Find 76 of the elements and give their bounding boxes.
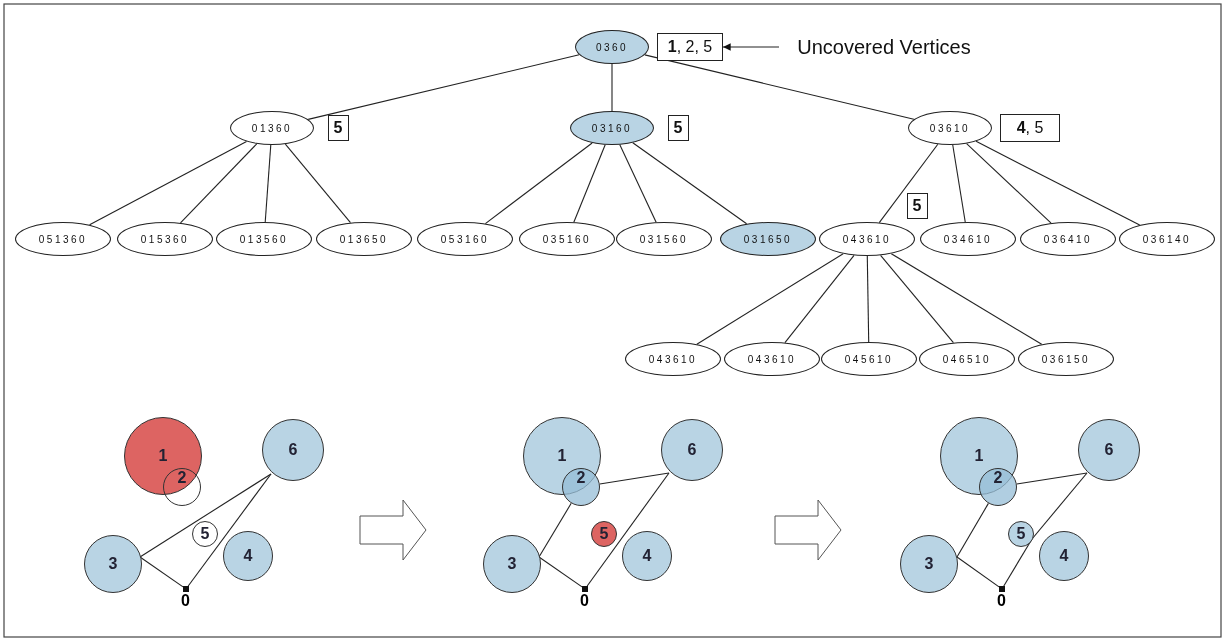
connector-line — [538, 502, 572, 558]
tree-node: 013560 — [216, 222, 312, 256]
vertex-circle: 6 — [262, 419, 324, 481]
tree-node: 045610 — [821, 342, 917, 376]
tree-node: 036410 — [1020, 222, 1116, 256]
connector-line — [880, 254, 954, 344]
connector-line — [1031, 472, 1088, 540]
tree-node: 031650 — [720, 222, 816, 256]
uncovered-vertex-box: 4, 5 — [1000, 114, 1060, 142]
connector-line — [139, 473, 272, 558]
connector-line — [952, 144, 966, 223]
tree-node: 015360 — [117, 222, 213, 256]
tree-node: 03160 — [570, 111, 654, 145]
vertex-circle: 3 — [900, 535, 958, 593]
vertex-circle: 4 — [1039, 531, 1089, 581]
tree-node: 031560 — [616, 222, 712, 256]
tree-node: 034610 — [920, 222, 1016, 256]
connector-line — [1016, 472, 1088, 485]
vertex-circle: 4 — [622, 531, 672, 581]
tree-node: 01360 — [230, 111, 314, 145]
connector-line — [264, 144, 272, 223]
connector-line — [586, 472, 670, 587]
connector-line — [599, 472, 670, 485]
tree-node: 043610 — [724, 342, 820, 376]
vertex-circle: 5 — [192, 521, 218, 547]
vertex-circle: 2 — [979, 468, 1017, 506]
arrow — [722, 43, 780, 51]
uncovered-vertex-box: 5 — [906, 193, 928, 219]
tree-node: 043610 — [819, 222, 915, 256]
vertex-circle: 5 — [1008, 521, 1034, 547]
connector-line — [179, 143, 258, 224]
connector-line — [866, 255, 870, 343]
vertex-circle: 5 — [591, 521, 617, 547]
tree-node: 036140 — [1119, 222, 1215, 256]
connector-line — [484, 142, 593, 225]
connector-line — [284, 143, 352, 224]
uncovered-vertex-box: 5 — [327, 115, 349, 141]
connector-line — [878, 143, 939, 224]
vertex-circle: 3 — [84, 535, 142, 593]
connector-line — [890, 253, 1043, 345]
connector-line — [307, 54, 580, 120]
annotation-text: Uncovered Vertices — [779, 34, 989, 60]
connector-line — [632, 142, 748, 225]
tree-node: 035160 — [519, 222, 615, 256]
vertex-circle: 4 — [223, 531, 273, 581]
connector-line — [89, 140, 248, 226]
vertex-label: 0 — [997, 593, 1006, 609]
tree-node: 053160 — [417, 222, 513, 256]
tree-node: 051360 — [15, 222, 111, 256]
connector-line — [956, 502, 989, 558]
vertex-circle: 3 — [483, 535, 541, 593]
connector-line — [187, 473, 272, 587]
connector-line — [966, 143, 1052, 224]
tree-node: 0360 — [575, 30, 649, 64]
vertex-label: 0 — [580, 593, 589, 609]
tree-node: 036150 — [1018, 342, 1114, 376]
connector-line — [538, 556, 583, 588]
connector-line — [619, 144, 657, 223]
connector-line — [139, 556, 184, 588]
connector-line — [975, 140, 1141, 226]
vertex-circle: 2 — [562, 468, 600, 506]
tree-node: 046510 — [919, 342, 1015, 376]
tree-node: 03610 — [908, 111, 992, 145]
vertex-label: 0 — [181, 593, 190, 609]
tree-node: 043610 — [625, 342, 721, 376]
connector-line — [696, 253, 844, 345]
connector-line — [611, 63, 613, 112]
uncovered-vertex-box: 1, 2, 5 — [657, 33, 723, 61]
connector-line — [644, 54, 915, 120]
vertex-circle: 6 — [1078, 419, 1140, 481]
vertex-circle: 6 — [661, 419, 723, 481]
connector-line — [784, 254, 855, 344]
connector-line — [956, 556, 1000, 588]
tree-node: 013650 — [316, 222, 412, 256]
uncovered-vertex-box: 5 — [667, 115, 689, 141]
connector-line — [573, 144, 606, 223]
